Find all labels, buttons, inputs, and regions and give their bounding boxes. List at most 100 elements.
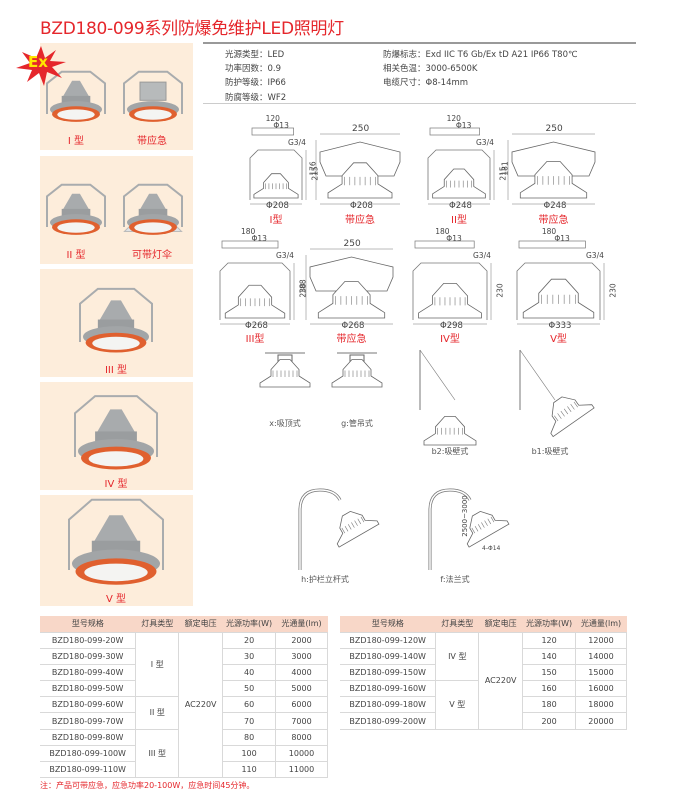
- model-cell: BZD180-099-20W: [40, 631, 137, 649]
- spec-value: IP66: [267, 78, 286, 88]
- power-cell: 70: [222, 712, 277, 730]
- spec-item: 功率因数：0.9: [225, 62, 281, 74]
- spec-value: 0.9: [267, 64, 282, 74]
- dimension-diameter-label: Φ268: [341, 321, 365, 331]
- mounting-type-label: h:护栏立杆式: [301, 575, 349, 584]
- drawing-type-label: III型: [245, 334, 265, 345]
- power-cell: 100: [222, 744, 277, 763]
- dimension-hole-label: Φ13: [455, 121, 472, 130]
- dimension-drawing: [507, 133, 596, 205]
- power-cell: 60: [222, 696, 277, 714]
- dimension-diameter-label: Φ208: [266, 201, 289, 211]
- photo-label: 可带灯伞: [132, 250, 172, 261]
- page-title: BZD180-099系列防爆免维护LED照明灯: [40, 19, 344, 39]
- divider: [203, 103, 636, 104]
- lamp-photo: [79, 287, 153, 353]
- column-header: 灯具类型: [135, 616, 179, 632]
- spec-label: 相关色温：: [383, 64, 426, 74]
- spec-value: 3000-6500K: [425, 64, 478, 74]
- flange-bolt-label: 4-Φ14: [482, 545, 501, 552]
- model-cell: BZD180-099-160W: [340, 680, 437, 698]
- dimension-drawing: [315, 133, 401, 205]
- dimension-width-label: 250: [545, 124, 563, 134]
- dimension-drawing: [305, 248, 394, 325]
- flux-cell: 10000: [275, 744, 328, 763]
- photo-label: III 型: [104, 365, 128, 376]
- ex-explosion-badge-icon: [16, 46, 66, 86]
- dimension-top-label: 120: [265, 114, 280, 123]
- dimension-height-label: 181: [500, 161, 510, 176]
- lamp-photo: [123, 183, 183, 235]
- mounting-type-label: f:法兰式: [440, 575, 470, 584]
- flux-cell: 14000: [575, 647, 627, 665]
- dimension-diameter-label: Φ248: [543, 201, 567, 211]
- column-header: 额定电压: [178, 616, 223, 632]
- flux-cell: 18000: [575, 696, 627, 714]
- voltage-cell: AC220V: [478, 631, 524, 730]
- drawing-type-label: 带应急: [345, 215, 375, 226]
- dimension-drawing: [249, 127, 307, 205]
- type-cell: V 型: [435, 680, 480, 730]
- flux-cell: 4000: [275, 663, 328, 682]
- mounting-type-label: x:吸顶式: [269, 419, 301, 428]
- model-cell: BZD180-099-110W: [40, 760, 137, 779]
- type-cell: III 型: [135, 728, 180, 779]
- mounting-drawing: [298, 488, 380, 570]
- spec-label: 防护等级：: [225, 78, 268, 88]
- flux-cell: 2000: [275, 631, 328, 649]
- spec-item: 电缆尺寸：Φ8-14mm: [383, 76, 468, 88]
- dimension-top-label: 180: [435, 227, 450, 236]
- model-cell: BZD180-099-40W: [40, 663, 137, 682]
- model-cell: BZD180-099-30W: [40, 647, 137, 665]
- divider: [203, 42, 636, 44]
- dimension-hole-label: Φ13: [251, 234, 267, 243]
- dimension-width-label: 250: [352, 124, 370, 134]
- dimension-diameter-label: Φ268: [245, 321, 268, 331]
- dimension-hole-label: Φ13: [554, 234, 570, 243]
- photo-label: V 型: [105, 594, 127, 605]
- dimension-top-label: 180: [541, 227, 557, 236]
- photo-label: IV 型: [104, 479, 128, 490]
- column-header: 额定电压: [478, 616, 523, 632]
- power-cell: 200: [522, 712, 577, 730]
- spec-table-left: 型号规格灯具类型额定电压光源功率(W)光通量(lm)BZD180-099-20W…: [40, 616, 328, 779]
- dimension-diameter-label: Φ333: [548, 321, 572, 331]
- spec-item: 光源类型：LED: [225, 48, 284, 60]
- drawing-type-label: II型: [451, 215, 467, 226]
- mounting-drawing: [519, 349, 595, 438]
- footnote: 注：产品可带应急，应急功率20-100W，应急时间45分钟。: [40, 781, 255, 790]
- mounting-drawing: [419, 349, 477, 446]
- spec-label: 防腐等级：: [225, 93, 268, 103]
- power-cell: 80: [222, 728, 277, 746]
- power-cell: 150: [522, 663, 577, 682]
- ex-badge-text: Ex: [28, 53, 48, 71]
- flux-cell: 7000: [275, 712, 328, 730]
- drawing-type-label: IV型: [440, 334, 460, 345]
- power-cell: 30: [222, 647, 277, 665]
- spec-item: 防爆标志：Exd IIC T6 Gb/Ex tD A21 IP66 T80℃: [383, 48, 578, 60]
- drawing-type-label: I型: [269, 215, 283, 226]
- dimension-hole-label: Φ13: [273, 121, 289, 130]
- pole-height-label: 2500~3000: [460, 495, 469, 537]
- flux-cell: 5000: [275, 680, 328, 698]
- drawing-type-label: 带应急: [538, 215, 569, 226]
- mounting-drawing: [259, 352, 311, 388]
- power-cell: 50: [222, 680, 277, 698]
- photo-label: II 型: [66, 250, 86, 261]
- dimension-height-label: 176: [308, 161, 318, 176]
- lamp-photo: [46, 183, 106, 235]
- model-cell: BZD180-099-80W: [40, 728, 137, 746]
- spec-item: 防腐等级：WF2: [225, 91, 286, 103]
- model-cell: BZD180-099-50W: [40, 680, 137, 698]
- model-cell: BZD180-099-150W: [340, 663, 437, 682]
- column-header: 光源功率(W): [222, 616, 276, 632]
- model-cell: BZD180-099-200W: [340, 712, 437, 730]
- spec-item: 相关色温：3000-6500K: [383, 62, 477, 74]
- spec-label: 功率因数：: [225, 64, 268, 74]
